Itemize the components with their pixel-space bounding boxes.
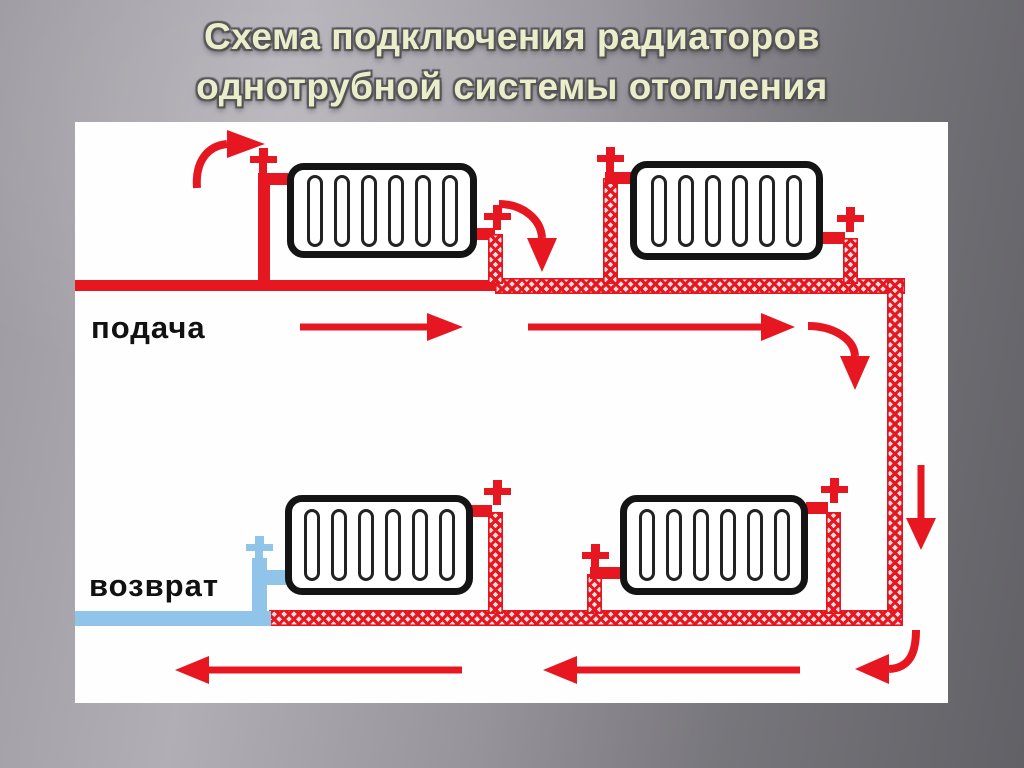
down-flow-arrow-right [906,465,936,550]
r2-outlet-riser [843,238,858,284]
r1-inlet-riser [258,173,270,283]
flow-arrows-layer [175,130,936,684]
r4-inlet-riser [587,574,602,614]
radiator-fin [357,509,374,581]
return-label: возврат [89,568,220,603]
radiator-fin [638,509,655,581]
radiator-fin [773,509,790,581]
slide-title: Схема подключения радиаторов однотрубной… [0,12,1024,112]
radiator-fin [306,174,323,247]
radiator-fin [732,174,748,247]
slide-title-line2: однотрубной системы отопления [196,66,828,107]
curved-arrow-between-top-radiators [498,200,557,272]
return-flow-arrow-2 [543,656,800,684]
radiator-fin [414,174,431,247]
radiator-fin [692,509,709,581]
supply-flow-arrow-1 [300,313,463,341]
r4-inlet-valve-icon [581,544,609,569]
supply-pipe-solid [75,280,499,291]
r1-inlet-valve-icon [249,148,277,173]
radiator-bottom-right [620,495,808,595]
r4-outlet-valve-icon [820,478,848,503]
r3-inlet-valve-icon [245,536,273,561]
r3-outlet-riser [488,512,503,614]
radiator-fin [705,174,721,247]
radiator-bottom-left [285,495,473,595]
supply-flow-arrow-2 [528,313,795,341]
return-pipe-blue [75,611,271,626]
r4-outlet-stub [806,502,828,514]
r4-inlet-stub [590,567,620,579]
radiator-fin [384,509,401,581]
r3-outlet-stub [471,505,492,517]
radiator-fin [333,174,350,247]
r1-outlet-valve-icon [483,205,511,230]
r2-outlet-stub [823,232,845,244]
radiator-fin [759,174,775,247]
r3-outlet-valve-icon [483,480,511,505]
r2-inlet-riser [603,178,618,284]
radiator-top-right [630,161,823,260]
radiator-fin [411,509,428,581]
radiator-fin [665,509,682,581]
return-flow-arrow-1 [175,656,462,684]
radiator-fin [330,509,347,581]
radiator-fin [746,509,763,581]
r1-outlet-riser [488,234,503,284]
radiator-fin [651,174,667,247]
radiator-fin [438,509,455,581]
slide-title-line1: Схема подключения радиаторов [203,16,820,57]
r1-inlet-stub [258,173,288,185]
r2-inlet-stub [605,172,631,184]
radiator-fin [678,174,694,247]
radiator-fin [303,509,320,581]
diagram-canvas: подача возврат [75,122,948,703]
radiator-fin [441,174,458,247]
supply-label: подача [91,310,206,345]
r2-inlet-valve-icon [596,147,624,172]
return-pipe-hatched [269,610,903,626]
supply-pipe-hatched [495,278,905,294]
curved-arrow-top-left [192,130,265,189]
curved-arrow-top-right [807,322,870,390]
radiator-fin [719,509,736,581]
radiator-fin [387,174,404,247]
riser-pipe-right [887,278,903,626]
radiator-fin [786,174,802,247]
curved-arrow-bottom-right [855,629,920,684]
r4-outlet-riser [826,512,841,614]
radiator-fin [360,174,377,247]
return-stub-blue [252,570,286,585]
r2-outlet-valve-icon [836,207,864,232]
radiator-top-left [287,163,477,258]
